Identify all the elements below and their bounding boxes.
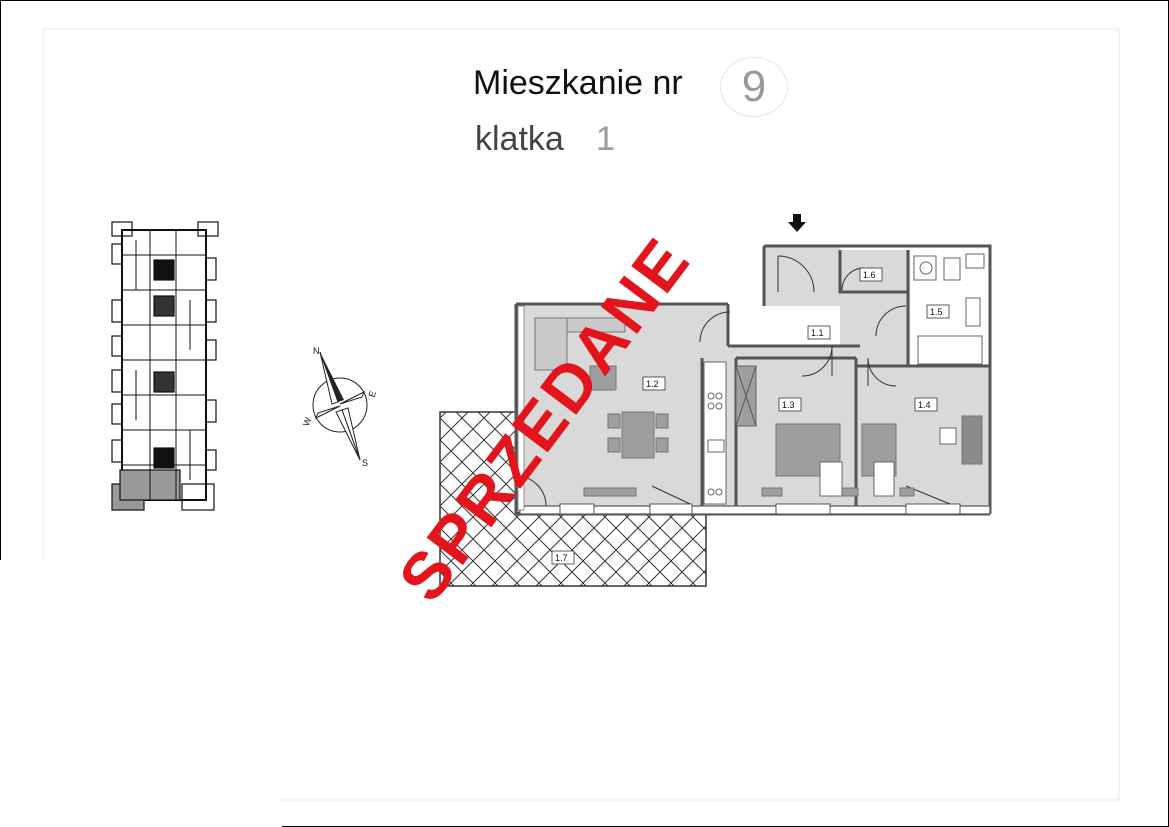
room-label-1-7: 1.7	[555, 553, 568, 563]
compass-rose: N E S W	[301, 346, 378, 468]
compass-s: S	[362, 458, 368, 468]
apartment-number-badge: 9	[720, 57, 788, 117]
room-label-1-5: 1.5	[930, 307, 943, 317]
apartment-title: Mieszkanie nr	[473, 64, 683, 102]
room-labels: 1.1 1.2 1.3 1.4 1.5 1.6 1.7	[551, 267, 950, 565]
stairwell-title: klatka	[475, 120, 564, 158]
compass-w: W	[301, 416, 313, 428]
inner-frame	[42, 28, 1120, 801]
entrance-arrow-icon	[788, 214, 806, 232]
compass-e: E	[367, 390, 378, 399]
compass-n: N	[313, 346, 320, 356]
frame-cut	[0, 560, 282, 827]
stairwell-number: 1	[596, 120, 615, 158]
room-label-1-4: 1.4	[918, 400, 931, 410]
room-label-1-2: 1.2	[646, 379, 659, 389]
room-label-1-6: 1.6	[863, 270, 876, 280]
room-label-1-1: 1.1	[811, 328, 824, 338]
building-key-plan	[111, 221, 219, 511]
room-label-1-3: 1.3	[782, 400, 795, 410]
floor-plan	[514, 214, 992, 516]
